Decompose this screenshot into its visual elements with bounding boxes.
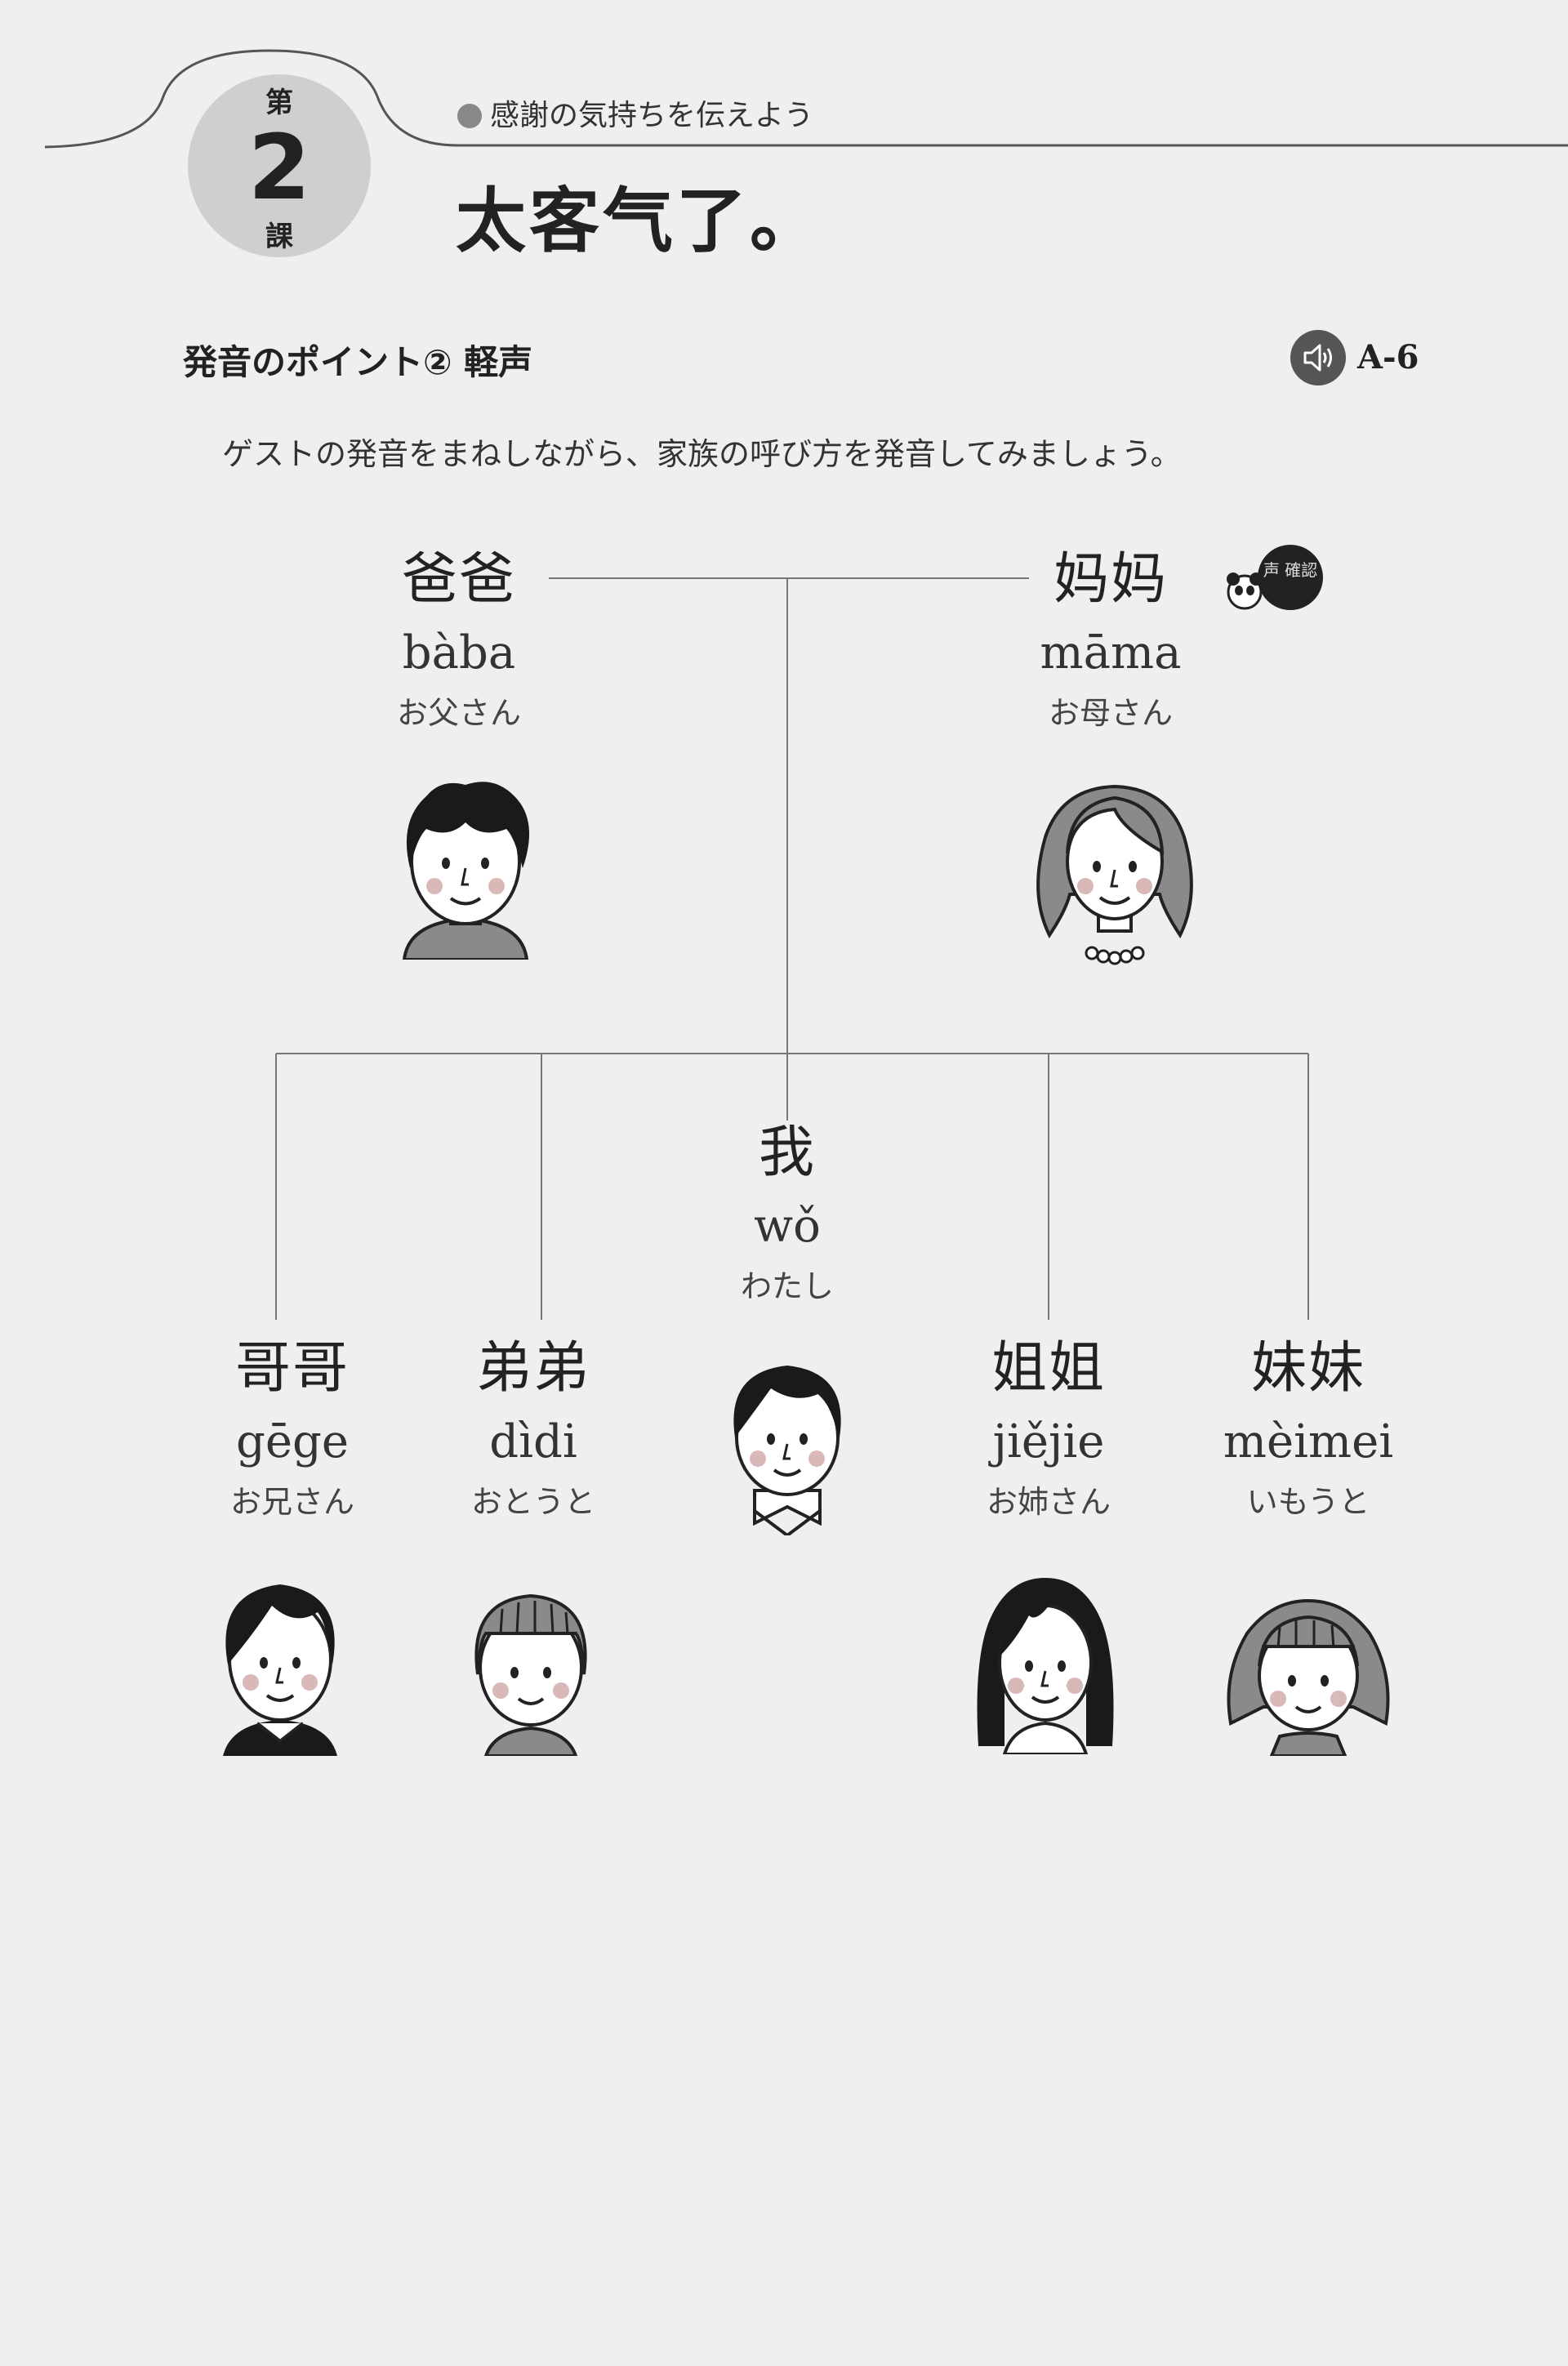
hanzi-label: 爸爸 [401, 547, 516, 612]
page-title: 太客气了。 [456, 180, 823, 262]
elder-brother-face-icon [223, 1584, 337, 1756]
younger-brother-face-icon [474, 1593, 587, 1756]
hanzi-label: 姐姐 [991, 1336, 1106, 1401]
lesson-number: 2 [247, 115, 311, 220]
japanese-gloss: お兄さん [229, 1484, 354, 1520]
hanzi-label: 弟弟 [475, 1336, 590, 1401]
family-member-me: 我 wǒ わたし [665, 1121, 910, 1307]
family-member-elder-brother: 哥哥 gēge お兄さん [170, 1336, 415, 1522]
pinyin-label: mèimei [1223, 1415, 1394, 1468]
me-face-icon [733, 1366, 841, 1535]
hanzi-label: 妹妹 [1250, 1336, 1365, 1401]
subtitle-text: 感謝の気持ちを伝えよう [490, 99, 814, 132]
japanese-gloss: わたし [740, 1268, 834, 1304]
family-member-father: 爸爸 bàba お父さん [336, 547, 581, 733]
pinyin-label: jiějie [992, 1415, 1105, 1468]
pinyin-label: wǒ [754, 1200, 821, 1253]
father-face-icon [402, 782, 529, 960]
hanzi-label: 妈妈 [1053, 547, 1168, 612]
audio-track-code: A-6 [1357, 338, 1419, 377]
elder-sister-face-icon [977, 1578, 1114, 1754]
speaker-icon [1303, 344, 1332, 372]
hanzi-label: 哥哥 [234, 1336, 350, 1401]
japanese-gloss: お母さん [1048, 695, 1173, 731]
header-decoration [44, 49, 1568, 257]
japanese-gloss: いもうと [1246, 1484, 1370, 1520]
mother-face-icon [1036, 784, 1193, 965]
family-member-mother: 妈妈 māma お母さん [988, 547, 1233, 733]
svg-text:声 確認: 声 確認 [1263, 560, 1317, 580]
pinyin-label: gēge [236, 1415, 349, 1468]
pinyin-label: māma [1040, 626, 1182, 680]
audio-play-button[interactable] [1290, 330, 1346, 385]
family-member-elder-sister: 姐姐 jiějie お姉さん [926, 1336, 1171, 1522]
instruction-text: ゲストの発音をまねしながら、家族の呼び方を発音してみましょう。 [222, 436, 1182, 472]
hanzi-label: 我 [758, 1121, 816, 1185]
bullet-icon [457, 104, 482, 128]
family-member-younger-sister: 妹妹 mèimei いもうと [1186, 1336, 1431, 1522]
family-member-younger-brother: 弟弟 dìdi おとうと [411, 1336, 656, 1522]
voice-check-badge-icon: 声 確認 [1227, 545, 1323, 610]
pinyin-label: dìdi [489, 1415, 577, 1468]
section-heading: 発音のポイント② 軽声 [183, 342, 533, 382]
lesson-subtitle: 感謝の気持ちを伝えよう [457, 91, 813, 134]
japanese-gloss: お父さん [396, 695, 521, 731]
lesson-dai-label: 第 [265, 87, 293, 119]
japanese-gloss: おとうと [470, 1484, 595, 1520]
japanese-gloss: お姉さん [986, 1484, 1111, 1520]
lesson-ka-label: 課 [265, 221, 293, 253]
lesson-badge-circle [188, 74, 371, 257]
younger-sister-face-icon [1227, 1598, 1390, 1756]
pinyin-label: bàba [402, 626, 516, 680]
